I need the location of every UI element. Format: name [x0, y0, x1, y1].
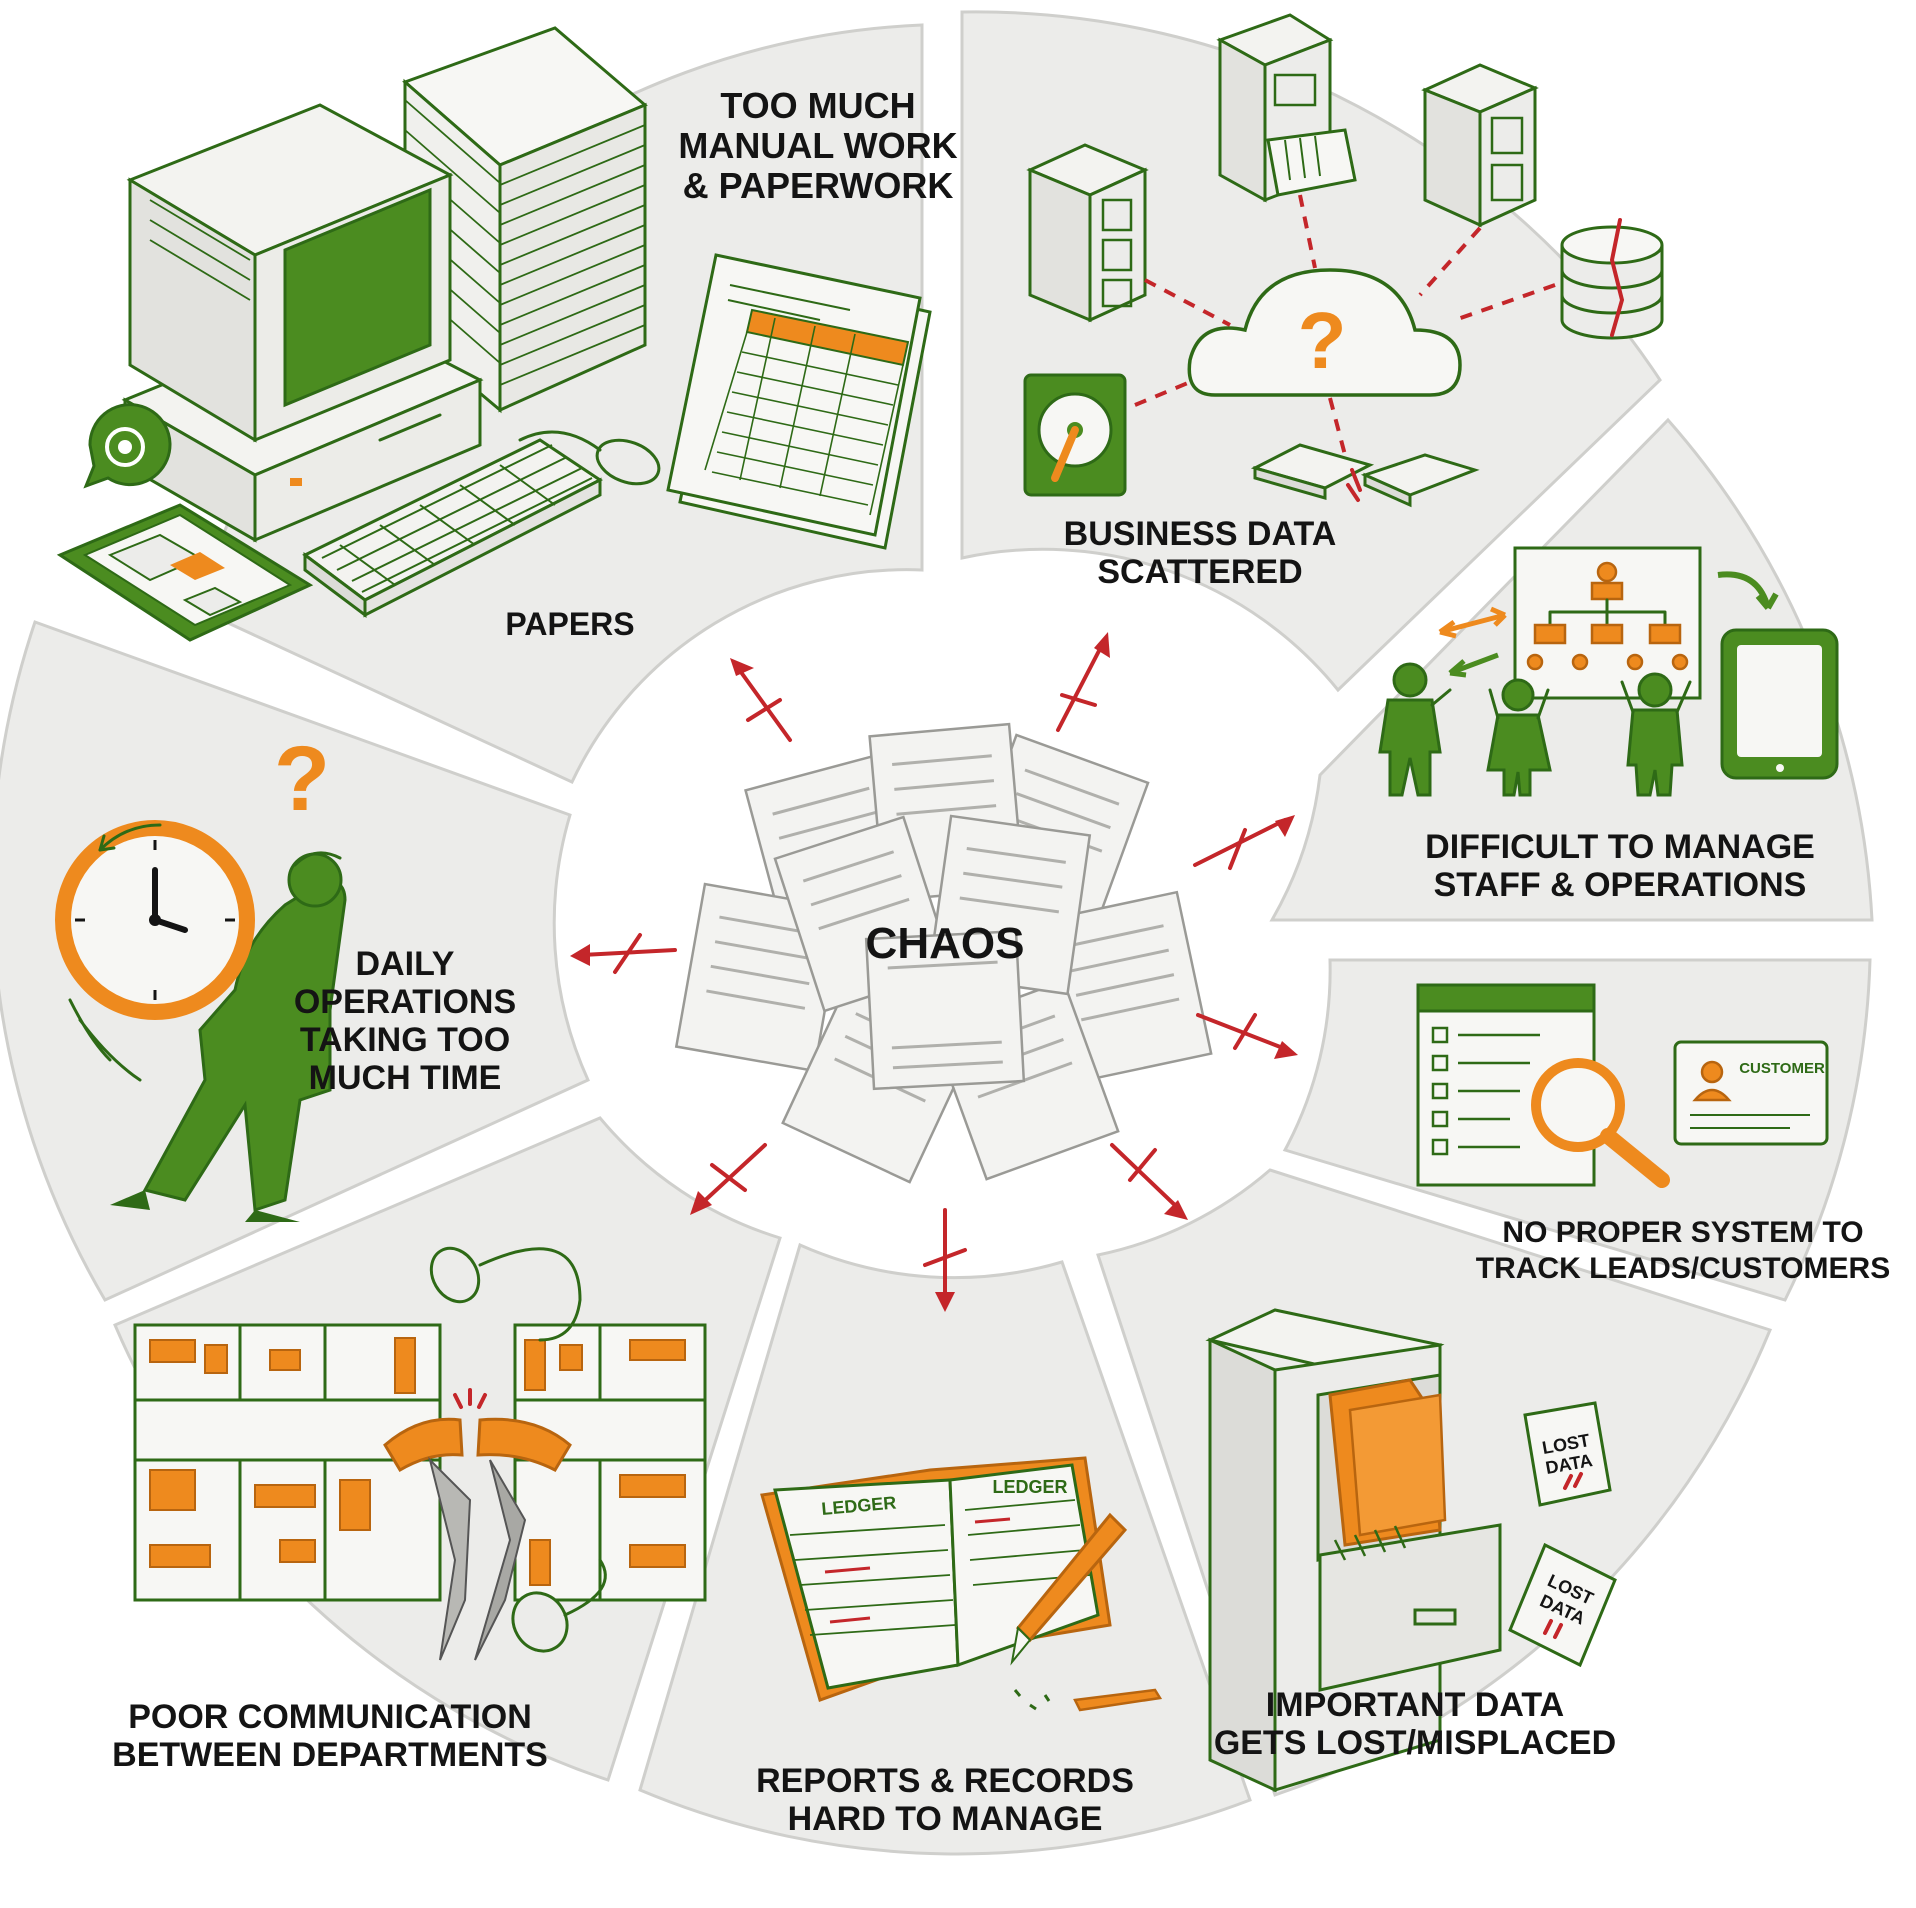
track-leads-illustration: CUSTOMER NO PROPER SYSTEM TO TRACK LEADS…	[1416, 983, 1890, 1285]
broken-drive-icon	[1250, 443, 1480, 508]
file-cabinet-right-icon	[1421, 63, 1539, 228]
broken-arrow-left	[570, 933, 677, 974]
file-cabinet-icon	[1026, 143, 1149, 323]
mouse-icon	[518, 430, 661, 486]
chaos-paper-pile: CHAOS	[674, 722, 1213, 1184]
data-lost-label-line-2: GETS LOST/MISPLACED	[1214, 1724, 1616, 1762]
swap-arrows-icon	[1438, 571, 1779, 678]
ledger-right-label: LEDGER	[992, 1477, 1067, 1497]
staff-operations-illustration: DIFFICULT TO MANAGE STAFF & OPERATIONS	[1378, 546, 1839, 904]
customer-card-icon: CUSTOMER	[1673, 1040, 1829, 1146]
hard-drive-icon	[1023, 373, 1127, 497]
pen-icon	[1010, 1512, 1163, 1712]
data-scattered-label-line-1: BUSINESS DATA	[1064, 515, 1337, 553]
manual-work-illustration: TOO MUCH MANUAL WORK & PAPERWORK PAPERS	[56, 26, 958, 642]
poor-communication-label-line-1: POOR COMMUNICATION	[128, 1698, 532, 1736]
tablet-icon	[1720, 628, 1839, 780]
broken-arrow-right-lower	[1196, 1013, 1298, 1059]
broken-arrow-up-right	[1056, 632, 1110, 732]
file-cabinet-open-icon	[1216, 13, 1357, 203]
staff-operations-label-line-1: DIFFICULT TO MANAGE	[1425, 828, 1815, 866]
broken-connections	[1134, 194, 1556, 456]
daily-ops-question-mark: ?	[274, 728, 330, 830]
manual-work-label-line-3: & PAPERWORK	[683, 165, 954, 206]
chaos-label: CHAOS	[866, 919, 1025, 968]
manual-work-label-line-1: TOO MUCH	[720, 85, 915, 126]
broken-arrow-down	[923, 1208, 967, 1312]
floor-plan-left-icon	[133, 1323, 442, 1602]
keyboard-icon	[302, 438, 603, 618]
magnifying-glass-icon	[1531, 1058, 1670, 1188]
data-scattered-label-line-2: SCATTERED	[1097, 553, 1302, 591]
daily-operations-label-line-2: OPERATIONS	[294, 983, 516, 1021]
daily-operations-label-line-1: DAILY	[356, 945, 455, 983]
data-lost-label-line-1: IMPORTANT DATA	[1266, 1686, 1564, 1724]
broken-arrow-down-left	[690, 1143, 767, 1215]
clock-icon	[55, 820, 255, 1020]
cloud-question-mark: ?	[1298, 296, 1347, 385]
paper-sheet	[864, 929, 1026, 1091]
phone-icon	[56, 503, 314, 642]
reports-records-label-line-1: REPORTS & RECORDS	[756, 1762, 1134, 1800]
papers-label: PAPERS	[505, 606, 634, 642]
manual-work-label-line-2: MANUAL WORK	[678, 125, 957, 166]
lost-data-note-2-icon: LOST DATA	[1508, 1542, 1617, 1668]
lost-data-note-1-icon: LOST DATA	[1523, 1401, 1612, 1507]
whatsapp-icon	[83, 403, 172, 489]
customer-card-label: CUSTOMER	[1739, 1060, 1825, 1077]
staff-operations-label-line-2: STAFF & OPERATIONS	[1434, 866, 1807, 904]
track-leads-label-line-1: NO PROPER SYSTEM TO	[1502, 1216, 1863, 1249]
broken-arrow-right-upper	[1193, 815, 1295, 870]
data-scattered-illustration: ? BUSINESS DATA SCATTERED	[1023, 13, 1664, 591]
daily-operations-illustration: ? DAILY OPERATIONS TAKING TOO MUCH TIME	[55, 728, 516, 1222]
org-chart-board-icon	[1513, 546, 1702, 700]
spreadsheet-document-icon	[666, 253, 932, 550]
database-icon	[1560, 218, 1664, 340]
broken-arrow-up-left	[730, 658, 792, 742]
cloud-question-icon: ?	[1187, 268, 1462, 397]
staff-person-1-icon	[1378, 662, 1452, 797]
staff-person-2-icon	[1486, 678, 1552, 797]
daily-operations-label-line-4: MUCH TIME	[309, 1059, 502, 1097]
track-leads-label-line-2: TRACK LEADS/CUSTOMERS	[1476, 1252, 1890, 1285]
data-lost-illustration: LOST DATA LOST DATA IMPORTANT DATA GETS …	[1205, 1308, 1617, 1793]
poor-communication-label-line-2: BETWEEN DEPARTMENTS	[112, 1736, 548, 1774]
poor-communication-illustration: POOR COMMUNICATION BETWEEN DEPARTMENTS	[112, 1246, 707, 1774]
staff-person-3-icon	[1620, 672, 1692, 797]
broken-arrow-down-right	[1110, 1143, 1188, 1220]
reports-records-illustration: LEDGER LEDGER REPORTS & RECORDS HARD TO …	[756, 1456, 1163, 1838]
broken-bridge-icon	[383, 1388, 572, 1661]
filing-cabinet-open-icon	[1205, 1308, 1502, 1793]
reports-records-label-line-2: HARD TO MANAGE	[788, 1800, 1103, 1838]
tin-can-phone-icon	[429, 1246, 607, 1653]
computer-icon	[121, 103, 484, 543]
daily-operations-label-line-3: TAKING TOO	[300, 1021, 510, 1059]
broken-arrows	[570, 632, 1298, 1312]
